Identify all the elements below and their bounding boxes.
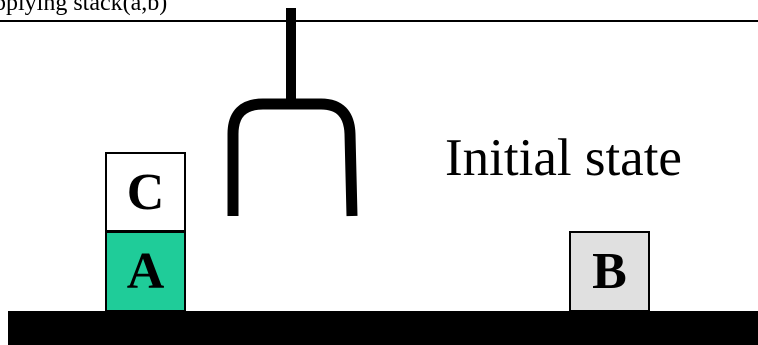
block-a-label: A bbox=[126, 243, 165, 300]
gripper-claw bbox=[227, 98, 358, 217]
block-c: C bbox=[105, 152, 186, 232]
block-b-label: B bbox=[592, 243, 627, 300]
block-a: A bbox=[105, 231, 186, 312]
slide-caption: pplying stack(a,b) bbox=[0, 0, 168, 16]
table-surface bbox=[8, 311, 758, 345]
header-rule bbox=[0, 20, 758, 22]
block-b: B bbox=[569, 231, 650, 312]
gripper-arm bbox=[286, 8, 296, 104]
state-label: Initial state bbox=[445, 129, 682, 187]
block-c-label: C bbox=[126, 163, 165, 221]
